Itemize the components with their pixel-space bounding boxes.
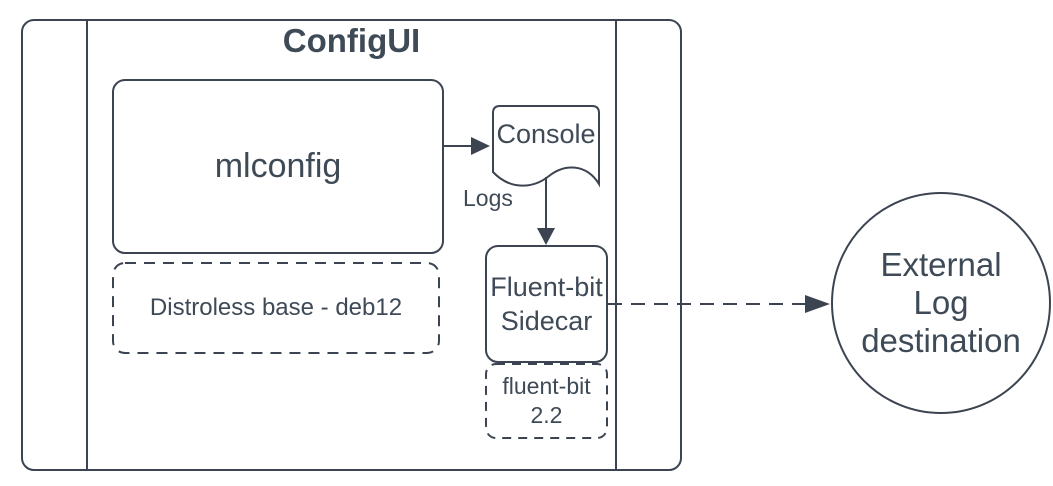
arrowhead-console-to-sidecar-icon bbox=[537, 228, 555, 245]
console-label: Console bbox=[496, 118, 596, 149]
fluentbit-version-label-line1: fluent-bit bbox=[502, 373, 591, 399]
logs-edge-label: Logs bbox=[463, 185, 513, 212]
fluentbit-version-label: fluent-bit 2.2 bbox=[486, 364, 607, 438]
fluentbit-version-label-line2: 2.2 bbox=[530, 402, 563, 428]
configui-container-box bbox=[21, 19, 682, 471]
fluentbit-sidecar-box bbox=[485, 245, 608, 363]
external-destination-circle bbox=[831, 192, 1051, 414]
fluentbit-sidecar-label-line1: Fluent-bit bbox=[490, 272, 603, 302]
fluentbit-sidecar-label: Fluent-bit Sidecar bbox=[486, 246, 607, 362]
fluentbit-version-box bbox=[485, 363, 608, 439]
distroless-base-label: Distroless base - deb12 bbox=[149, 293, 403, 321]
arrowhead-mlconfig-to-console-icon bbox=[471, 137, 490, 155]
external-destination-label-line2: Log bbox=[913, 284, 969, 321]
external-destination-label-line3: destination bbox=[861, 322, 1021, 359]
container-title: ConfigUI bbox=[282, 22, 421, 60]
external-destination-label-line1: External bbox=[880, 246, 1002, 283]
mlconfig-label: mlconfig bbox=[214, 147, 342, 186]
distroless-base-box bbox=[112, 262, 440, 354]
console-document-shape bbox=[492, 105, 600, 188]
arrowhead-sidecar-to-external-icon bbox=[805, 295, 830, 313]
external-destination-label: External Log destination bbox=[832, 193, 1050, 413]
fluentbit-sidecar-label-line2: Sidecar bbox=[500, 306, 593, 336]
mlconfig-box bbox=[112, 79, 444, 254]
